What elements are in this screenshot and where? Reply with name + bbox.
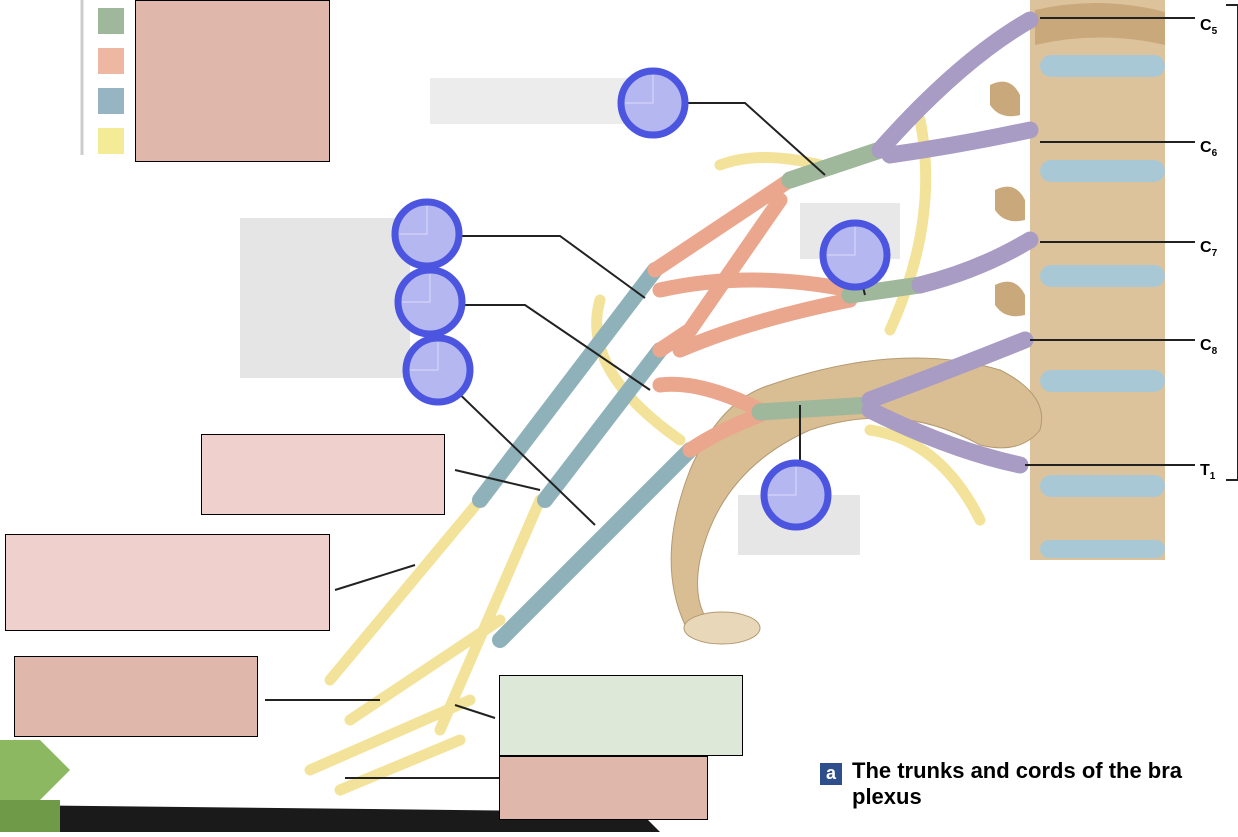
hotspot-marker-3[interactable] [398, 270, 462, 334]
legend-swatch-divisions [98, 48, 124, 74]
root-label-c8: C8 [1200, 337, 1218, 357]
answer-box-nerve-4[interactable] [499, 675, 743, 756]
legend-swatch-branches [98, 128, 124, 154]
root-label-t1: T1 [1200, 462, 1216, 482]
answer-box-nerve-3[interactable] [14, 656, 258, 737]
answer-box-nerve-1[interactable] [201, 434, 445, 515]
answer-box-nerve-2[interactable] [5, 534, 330, 631]
root-label-c5: C5 [1200, 17, 1218, 37]
root-label-c6: C6 [1200, 139, 1218, 159]
legend-swatch-roots [98, 8, 124, 34]
legend-swatch-cords [98, 88, 124, 114]
hotspot-marker-6[interactable] [764, 463, 828, 527]
hotspot-marker-2[interactable] [395, 202, 459, 266]
root-labels: C5 C6 C7 C8 T1 [1200, 17, 1218, 482]
cords [480, 270, 690, 640]
hotspot-marker-1[interactable] [621, 71, 685, 135]
figure-caption: The trunks and cords of the bra plexus [852, 758, 1182, 810]
answer-box-legend[interactable] [135, 0, 330, 162]
figure-letter-badge: a [820, 763, 842, 785]
root-label-c7: C7 [1200, 239, 1218, 259]
vertebral-column [990, 0, 1165, 560]
hotspot-marker-5[interactable] [823, 223, 887, 287]
hotspot-marker-4[interactable] [406, 338, 470, 402]
legend [82, 0, 124, 155]
answer-box-nerve-5[interactable] [499, 756, 708, 820]
